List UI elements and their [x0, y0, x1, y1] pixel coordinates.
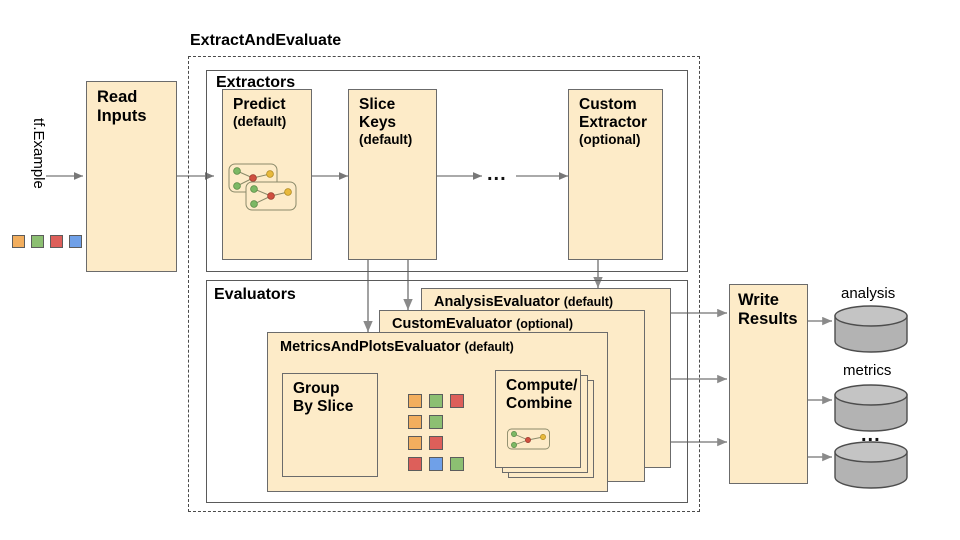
customevaluator-sub: (optional)	[516, 317, 574, 331]
evaluators-label: Evaluators	[214, 286, 296, 303]
groupbyslice-title2: By Slice	[293, 397, 354, 415]
slice-swatch	[408, 394, 422, 408]
customextractor-title: Custom	[579, 96, 637, 113]
input-label: tf.Example	[30, 118, 47, 189]
extractors-container	[206, 70, 688, 272]
computecombine-title: Compute/	[506, 377, 578, 394]
analysisevaluator-sub: (default)	[563, 295, 614, 309]
slice-swatch	[429, 394, 443, 408]
extract-and-evaluate-container	[188, 56, 700, 512]
extractors-ellipsis: ...	[487, 163, 507, 185]
legend-swatch-green	[31, 235, 44, 248]
graph-pair-icon	[228, 163, 297, 211]
write-results-box[interactable]: Write Results	[729, 284, 808, 484]
metricsevaluator-title: MetricsAndPlotsEvaluator	[280, 339, 461, 355]
outputs-ellipsis: ...	[861, 424, 881, 446]
slice-swatch	[429, 436, 443, 450]
slicekeys-title2: Keys	[359, 113, 397, 131]
extractor-predict-box[interactable]: Predict (default)	[222, 89, 312, 260]
slicekeys-sub: (default)	[359, 131, 413, 147]
write-results-title: Write	[738, 291, 779, 309]
extractor-custom-box[interactable]: Custom Extractor (optional)	[568, 89, 663, 260]
computecombine-title2: Combine	[506, 394, 573, 412]
read-inputs-title2: Inputs	[97, 107, 147, 126]
slice-swatch	[450, 457, 464, 471]
legend-swatch-red	[50, 235, 63, 248]
customextractor-sub: (optional)	[579, 131, 641, 147]
predict-title: Predict	[233, 96, 286, 113]
evaluators-container	[206, 280, 688, 503]
slice-swatch	[429, 415, 443, 429]
compute-combine-box[interactable]: Compute/ Combine	[495, 370, 581, 468]
analysis-db-caption: analysis	[841, 285, 896, 302]
metricsevaluator-sub: (default)	[464, 340, 514, 354]
read-inputs-title: Read	[97, 88, 138, 106]
extractor-slice-keys-box[interactable]: Slice Keys (default)	[348, 89, 437, 260]
write-results-title2: Results	[738, 310, 798, 329]
analysisevaluator-title: AnalysisEvaluator	[434, 294, 560, 310]
extractors-label: Extractors	[216, 74, 296, 91]
groupbyslice-title: Group	[293, 380, 340, 397]
database-cylinder-icon	[834, 441, 908, 489]
slice-swatch	[429, 457, 443, 471]
database-cylinder-icon	[834, 305, 908, 353]
group-by-slice-box[interactable]: Group By Slice	[282, 373, 378, 477]
legend-swatch-orange	[12, 235, 25, 248]
read-inputs-box[interactable]: Read Inputs	[86, 81, 177, 272]
slice-swatch	[408, 436, 422, 450]
predict-sub: (default)	[233, 113, 287, 129]
extract-and-evaluate-label: ExtractAndEvaluate	[190, 32, 342, 49]
graph-icon	[507, 428, 550, 450]
customevaluator-title: CustomEvaluator	[392, 316, 513, 332]
customextractor-title2: Extractor	[579, 113, 648, 131]
slice-swatch	[408, 415, 422, 429]
metrics-db-caption: metrics	[843, 362, 892, 379]
slicekeys-title: Slice	[359, 96, 396, 113]
slice-swatch	[408, 457, 422, 471]
database-cylinder-icon	[834, 384, 908, 432]
legend-swatch-blue	[69, 235, 82, 248]
slice-swatch	[450, 394, 464, 408]
input-label-text: tf.Example	[30, 118, 47, 189]
